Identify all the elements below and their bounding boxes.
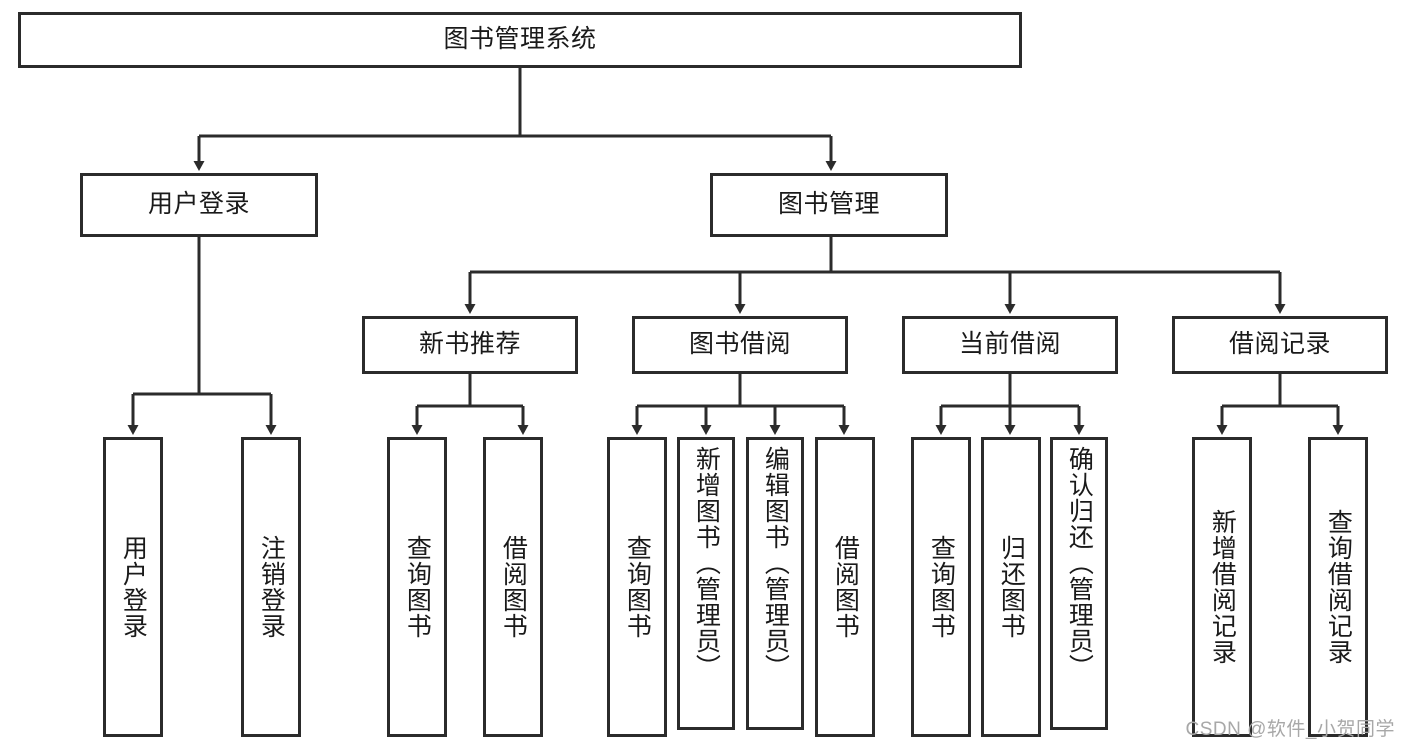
leaf-add-borrow-record-label: 新增借阅记录 (1208, 509, 1237, 665)
node-book-borrow[interactable]: 图书借阅 (632, 316, 848, 374)
node-book-borrow-label: 图书借阅 (688, 330, 791, 359)
leaf-add-book-admin[interactable]: 新增图书（管理员） (677, 437, 735, 730)
leaf-query-borrow-record-label: 查询借阅记录 (1324, 509, 1353, 665)
node-root-label: 图书管理系统 (443, 25, 597, 54)
leaf-add-book-admin-label: 新增图书（管理员） (692, 446, 721, 680)
node-root[interactable]: 图书管理系统 (18, 12, 1022, 68)
leaf-user-login-label: 用户登录 (119, 535, 148, 639)
leaf-borrow-book-label: 借阅图书 (831, 535, 860, 639)
leaf-add-borrow-record[interactable]: 新增借阅记录 (1192, 437, 1252, 737)
leaf-query-book-recommend-label: 查询图书 (403, 535, 432, 639)
leaf-query-book-borrow-label: 查询图书 (623, 535, 652, 639)
leaf-borrow-book[interactable]: 借阅图书 (815, 437, 875, 737)
leaf-query-book-current-label: 查询图书 (927, 535, 956, 639)
leaf-user-login[interactable]: 用户登录 (103, 437, 163, 737)
watermark: CSDN @软件_小贺同学 (1185, 719, 1395, 740)
leaf-borrow-book-recommend-label: 借阅图书 (499, 535, 528, 639)
leaf-query-book-borrow[interactable]: 查询图书 (607, 437, 667, 737)
node-borrow-record[interactable]: 借阅记录 (1172, 316, 1388, 374)
node-user-login[interactable]: 用户登录 (80, 173, 318, 237)
leaf-query-book-recommend[interactable]: 查询图书 (387, 437, 447, 737)
leaf-edit-book-admin-label: 编辑图书（管理员） (761, 446, 790, 680)
leaf-logout-label: 注销登录 (257, 535, 286, 639)
node-current-borrow[interactable]: 当前借阅 (902, 316, 1118, 374)
leaf-query-borrow-record[interactable]: 查询借阅记录 (1308, 437, 1368, 737)
leaf-query-book-current[interactable]: 查询图书 (911, 437, 971, 737)
node-new-book-recommend-label: 新书推荐 (418, 330, 521, 359)
leaf-borrow-book-recommend[interactable]: 借阅图书 (483, 437, 543, 737)
leaf-edit-book-admin[interactable]: 编辑图书（管理员） (746, 437, 804, 730)
node-book-management[interactable]: 图书管理 (710, 173, 948, 237)
leaf-confirm-return-admin[interactable]: 确认归还（管理员） (1050, 437, 1108, 730)
node-borrow-record-label: 借阅记录 (1228, 330, 1331, 359)
node-new-book-recommend[interactable]: 新书推荐 (362, 316, 578, 374)
node-user-login-label: 用户登录 (147, 190, 250, 219)
leaf-logout[interactable]: 注销登录 (241, 437, 301, 737)
node-book-management-label: 图书管理 (777, 190, 880, 219)
leaf-confirm-return-admin-label: 确认归还（管理员） (1065, 446, 1094, 680)
node-current-borrow-label: 当前借阅 (958, 330, 1061, 359)
leaf-return-book[interactable]: 归还图书 (981, 437, 1041, 737)
leaf-return-book-label: 归还图书 (997, 535, 1026, 639)
